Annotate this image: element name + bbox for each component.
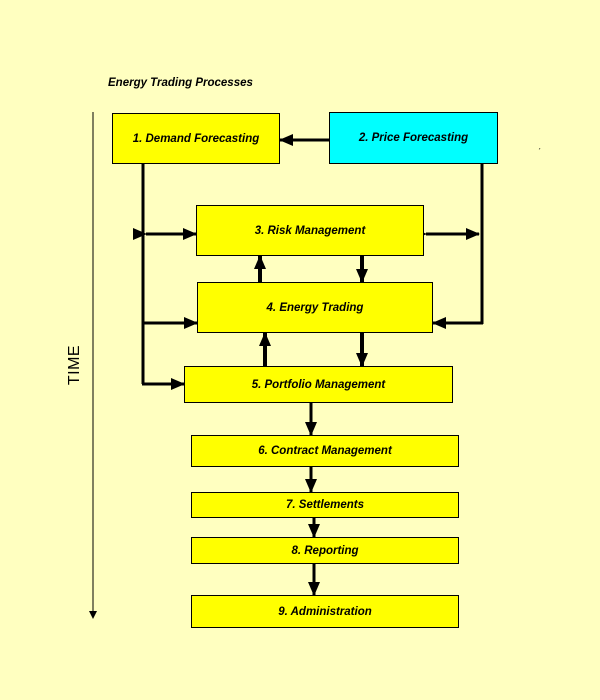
node-risk-management[interactable]: 3. Risk Management [196,205,424,256]
time-axis-label: TIME [66,344,83,386]
node-demand-forecasting[interactable]: 1. Demand Forecasting [112,113,280,164]
node-settlements[interactable]: 7. Settlements [191,492,459,518]
node-energy-trading[interactable]: 4. Energy Trading [197,282,433,333]
stray-tick-mark: ˊ [538,147,541,157]
node-portfolio-management[interactable]: 5. Portfolio Management [184,366,453,403]
node-price-forecasting[interactable]: 2. Price Forecasting [329,112,498,164]
diagram-title: Energy Trading Processes [108,77,253,89]
node-contract-management[interactable]: 6. Contract Management [191,435,459,467]
node-reporting[interactable]: 8. Reporting [191,537,459,564]
node-administration[interactable]: 9. Administration [191,595,459,628]
